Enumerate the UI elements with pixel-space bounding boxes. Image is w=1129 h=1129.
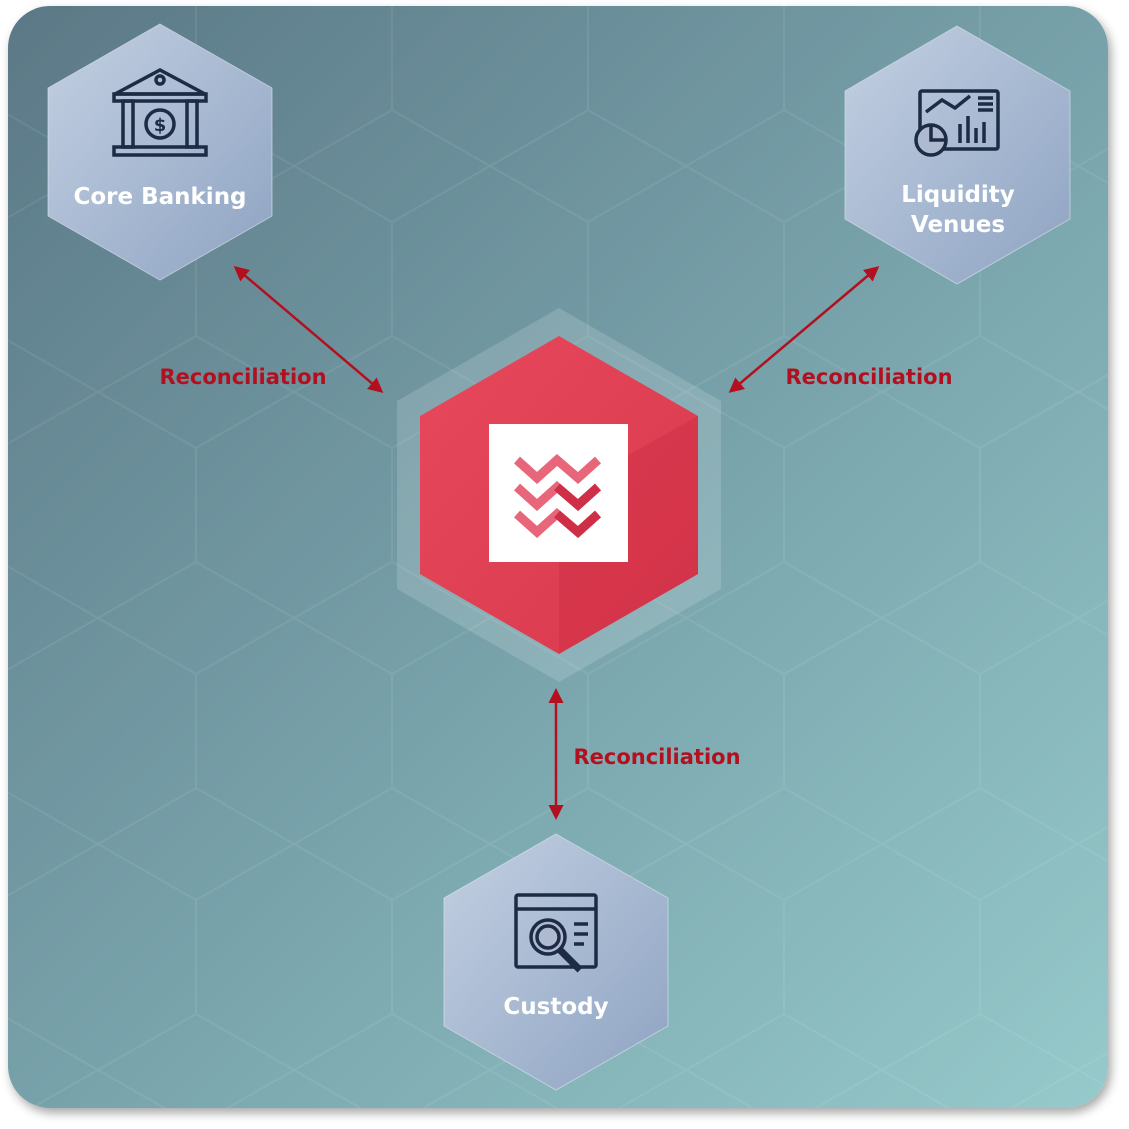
node-label-line-1: Liquidity xyxy=(901,182,1015,208)
node-hexagon xyxy=(844,25,1071,285)
node-hexagon xyxy=(443,833,669,1091)
analytics-dashboard-icon xyxy=(914,89,1000,157)
wave-chevrons-logo xyxy=(513,454,602,539)
node-custody[interactable]: Custody xyxy=(443,833,669,1091)
link-label-custody: Reconciliation xyxy=(573,745,740,769)
hub-node xyxy=(397,308,721,682)
link-label-core-banking: Reconciliation xyxy=(159,365,326,389)
link-label-liquidity-venues: Reconciliation xyxy=(785,365,952,389)
browser-search-info-icon xyxy=(514,893,598,973)
bank-icon: $ xyxy=(112,68,208,157)
node-liquidity-venues[interactable]: Liquidity Venues xyxy=(844,25,1071,285)
node-label: Core Banking xyxy=(73,184,246,210)
node-label-line-2: Venues xyxy=(911,212,1005,238)
node-core-banking[interactable]: $ Core Banking xyxy=(47,23,273,281)
node-hexagon xyxy=(47,23,273,281)
arrow-core-banking xyxy=(233,266,384,393)
node-label: Custody xyxy=(503,994,608,1020)
arrow-liquidity-venues xyxy=(728,266,880,393)
svg-text:$: $ xyxy=(154,115,167,136)
